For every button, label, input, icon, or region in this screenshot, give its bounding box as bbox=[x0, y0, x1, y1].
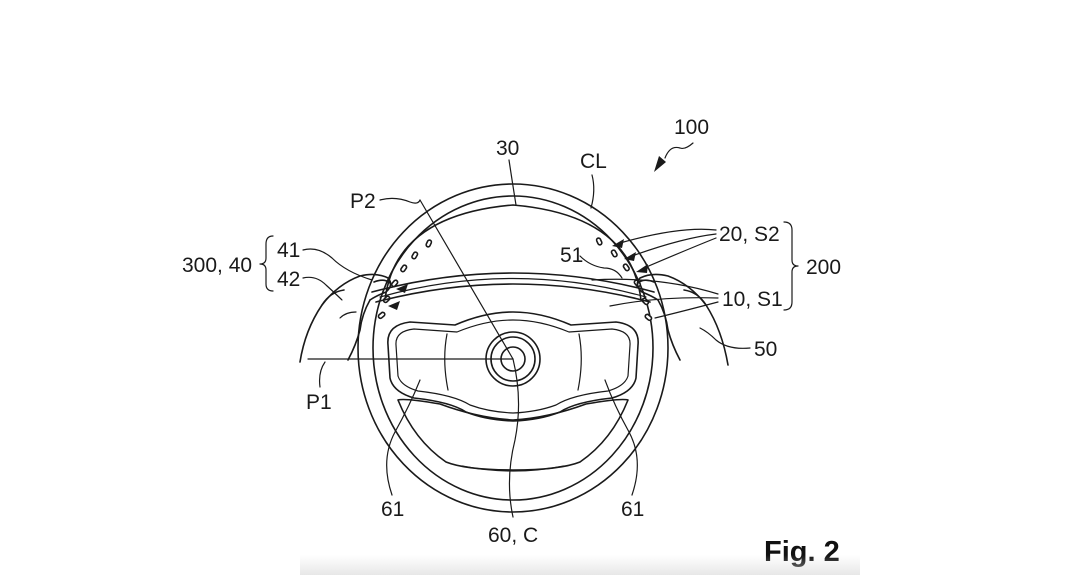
label-42: 42 bbox=[277, 268, 300, 291]
label-P2: P2 bbox=[350, 190, 376, 213]
label-61-right: 61 bbox=[621, 498, 644, 521]
arrows-left bbox=[388, 284, 408, 310]
arrows-right bbox=[591, 228, 719, 319]
line-P2 bbox=[419, 199, 514, 360]
label-60-C: 60, C bbox=[488, 524, 538, 547]
sensor-dot bbox=[610, 249, 618, 258]
label-41: 41 bbox=[277, 239, 300, 262]
rim-upper-band bbox=[384, 204, 642, 301]
lower-spoke bbox=[397, 398, 629, 471]
label-51: 51 bbox=[560, 244, 583, 267]
sensor-dot bbox=[390, 279, 399, 288]
label-61-left: 61 bbox=[381, 498, 404, 521]
left-hand bbox=[299, 273, 392, 363]
steering-wheel bbox=[357, 183, 669, 513]
label-CL: CL bbox=[580, 150, 607, 173]
reference-lines bbox=[307, 199, 514, 360]
hub-outer bbox=[387, 311, 639, 422]
sensor-dot bbox=[595, 237, 603, 246]
sensor-dot bbox=[425, 239, 433, 248]
leader-lines bbox=[302, 142, 751, 518]
rim-outer bbox=[357, 183, 669, 513]
rim-inner bbox=[372, 195, 654, 501]
brace-200 bbox=[783, 221, 799, 311]
hub-inner bbox=[395, 319, 631, 414]
light-strip bbox=[371, 272, 655, 303]
sensor-dot bbox=[411, 251, 419, 260]
label-300-40: 300, 40 bbox=[182, 254, 252, 277]
bottom-shade bbox=[300, 555, 860, 575]
sensor-dot bbox=[644, 313, 653, 322]
sensor-dots bbox=[377, 237, 653, 322]
label-30: 30 bbox=[496, 137, 519, 160]
panel-left bbox=[444, 333, 449, 391]
sensor-dot bbox=[622, 263, 630, 272]
label-50: 50 bbox=[754, 338, 777, 361]
brace-300-40 bbox=[259, 235, 274, 292]
label-10-S1: 10, S1 bbox=[722, 288, 783, 311]
label-100: 100 bbox=[674, 116, 709, 139]
panel-right bbox=[577, 333, 582, 391]
label-200: 200 bbox=[806, 256, 841, 279]
lower-slot bbox=[461, 465, 565, 472]
label-P1: P1 bbox=[306, 391, 332, 414]
sensor-dot bbox=[400, 264, 408, 273]
label-20-S2: 20, S2 bbox=[719, 223, 780, 246]
sensor-dot bbox=[377, 311, 386, 320]
